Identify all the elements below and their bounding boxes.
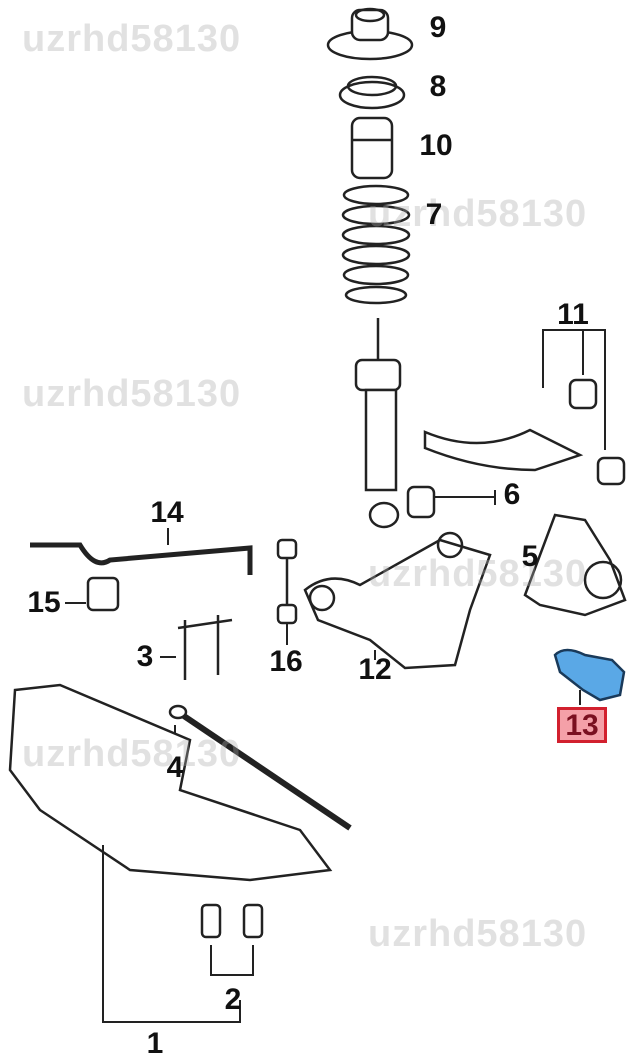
stabilizer-link-part-16 bbox=[276, 538, 298, 645]
callout-10: 10 bbox=[419, 129, 453, 162]
callout-6: 6 bbox=[503, 478, 521, 511]
callout-2: 2 bbox=[224, 983, 242, 1016]
watermark: uzrhd58130 bbox=[22, 733, 242, 775]
lower-control-arm-part-12 bbox=[303, 531, 492, 670]
shock-absorber-part-6 bbox=[354, 318, 496, 529]
callout-1: 1 bbox=[146, 1027, 164, 1060]
callout-4: 4 bbox=[166, 751, 184, 784]
callout-16: 16 bbox=[269, 645, 303, 678]
bushings-part-2 bbox=[200, 903, 264, 976]
callout-3: 3 bbox=[136, 640, 154, 673]
strut-rod-part-4 bbox=[168, 704, 352, 831]
upper-control-arm-part-11 bbox=[423, 329, 626, 486]
watermark: uzrhd58130 bbox=[368, 553, 588, 595]
callout-9: 9 bbox=[429, 11, 447, 44]
callout-8: 8 bbox=[429, 70, 447, 103]
bolts-part-3 bbox=[160, 615, 233, 680]
spring-seat-part-8 bbox=[338, 75, 406, 110]
watermark: uzrhd58130 bbox=[22, 18, 242, 60]
callout-7: 7 bbox=[425, 198, 443, 231]
callout-5: 5 bbox=[521, 540, 539, 573]
callout-11: 11 bbox=[557, 298, 589, 331]
watermark: uzrhd58130 bbox=[368, 913, 588, 955]
coil-spring-part-7 bbox=[341, 184, 411, 305]
callout-15: 15 bbox=[27, 586, 61, 619]
lower-ball-joint-part-13 bbox=[553, 648, 626, 705]
callout-14: 14 bbox=[150, 496, 184, 529]
bump-stop-part-10 bbox=[350, 116, 394, 180]
crossmember-part-1 bbox=[8, 683, 333, 1023]
steering-knuckle-part-5 bbox=[523, 513, 627, 617]
watermark: uzrhd58130 bbox=[368, 193, 588, 235]
strut-mount-part-9 bbox=[326, 7, 414, 61]
stabilizer-bar-part-14 bbox=[30, 528, 253, 612]
callout-13-highlighted: 13 bbox=[557, 707, 607, 743]
watermark: uzrhd58130 bbox=[22, 373, 242, 415]
callout-12: 12 bbox=[358, 653, 392, 686]
